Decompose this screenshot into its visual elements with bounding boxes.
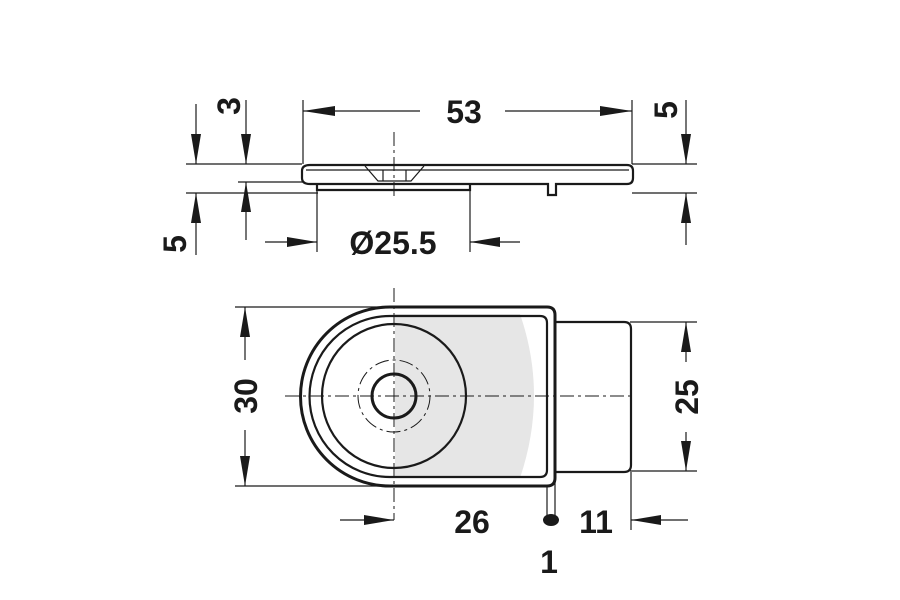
plate-outline [300, 163, 635, 197]
dim-right-height: 5 [648, 101, 684, 119]
dim-overall-length: 53 [446, 94, 482, 130]
body-outline [299, 305, 557, 488]
slot-marker [543, 514, 559, 526]
dim-tongue-length: 11 [579, 504, 613, 540]
dim-top-thickness: 3 [211, 97, 247, 115]
dim-tongue-height: 25 [669, 379, 705, 415]
dim-slot-width: 1 [540, 544, 558, 580]
dim-body-height: 30 [228, 378, 264, 414]
tongue [553, 320, 633, 474]
dim-boss-diameter: Ø25.5 [349, 225, 436, 261]
countersink [364, 165, 425, 182]
dim-bottom-thickness: 5 [157, 235, 193, 253]
dim-center-to-edge: 26 [454, 504, 490, 540]
body-inner [308, 314, 549, 479]
plan-view: 30 25 26 11 1 [228, 288, 705, 580]
side-view: 53 3 5 5 Ø25.5 [157, 94, 697, 261]
